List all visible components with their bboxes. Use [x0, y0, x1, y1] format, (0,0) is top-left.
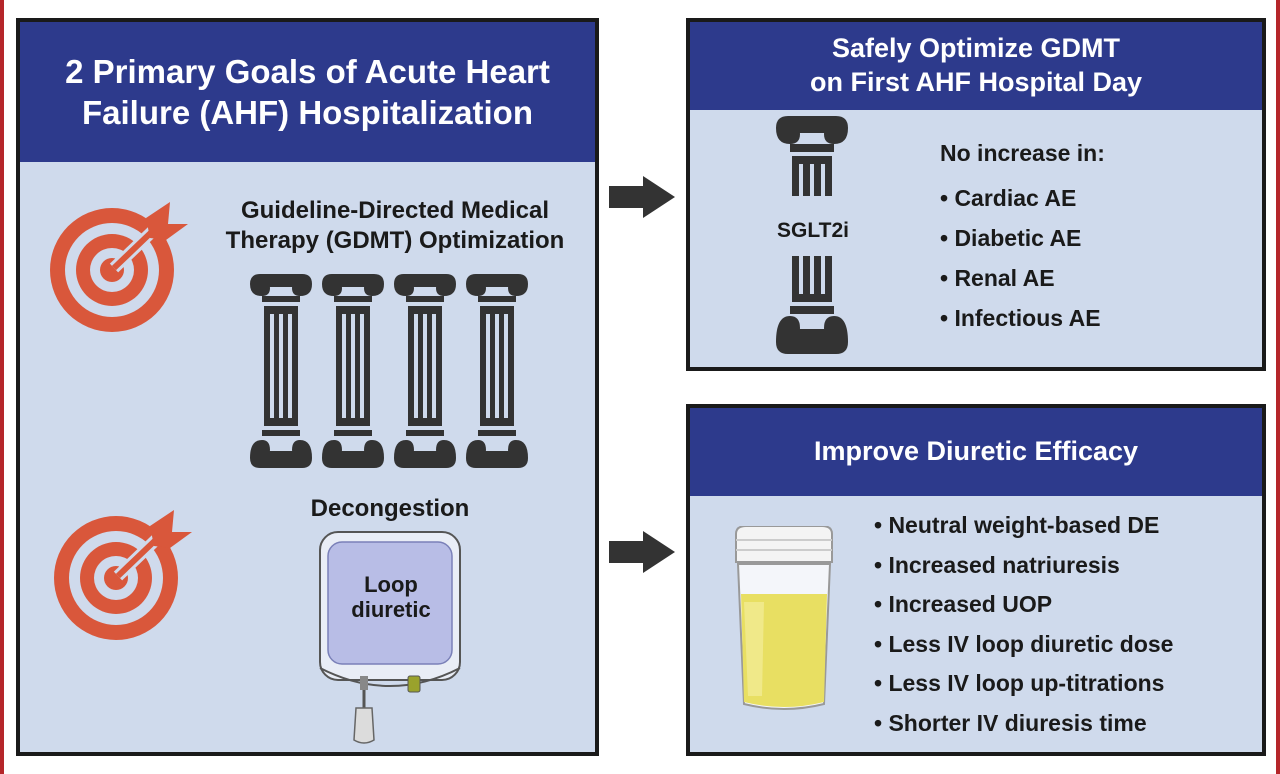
list-item: • Less IV loop up-titrations — [874, 670, 1165, 696]
list-item: • Renal AE — [940, 265, 1055, 291]
list-item: • Neutral weight-based DE — [874, 512, 1160, 538]
goals-panel: 2 Primary Goals of Acute Heart Failure (… — [16, 18, 599, 756]
diuretic-outcome-list: • Neutral weight-based DE • Increased na… — [874, 506, 1173, 743]
list-item: • Increased natriuresis — [874, 551, 1120, 578]
iv-bag-label: Loop diuretic — [326, 572, 456, 623]
diuretic-panel-header: Improve Diuretic Efficacy — [690, 408, 1262, 496]
target-icon — [50, 202, 188, 332]
list-item: • Increased UOP — [874, 591, 1053, 617]
frame-right-border — [1276, 0, 1280, 774]
iv-bag-icon — [319, 531, 461, 744]
pillar-icon — [776, 116, 848, 354]
ae-list: • Cardiac AE • Diabetic AE • Renal AE • … — [940, 178, 1101, 338]
list-item: • Infectious AE — [940, 305, 1101, 331]
goals-title-line2: Failure (AHF) Hospitalization — [81, 94, 533, 131]
sglt2i-label: SGLT2i — [777, 219, 849, 242]
sglt2i-panel-header: Safely Optimize GDMT on First AHF Hospit… — [690, 22, 1262, 110]
arrow-right-icon — [609, 531, 675, 573]
sglt2i-title-line1: Safely Optimize GDMT — [831, 33, 1121, 64]
frame-left-border — [0, 0, 4, 774]
goal1-line2: Therapy (GDMT) Optimization — [225, 227, 565, 254]
goal1-label: Guideline-Directed Medical Therapy (GDMT… — [210, 196, 580, 256]
list-item: • Cardiac AE — [940, 185, 1077, 211]
iv-bag-label-line1: Loop — [364, 572, 418, 597]
sglt2i-panel: Safely Optimize GDMT on First AHF Hospit… — [686, 18, 1266, 371]
arrow-right-icon — [609, 176, 675, 218]
list-item: • Diabetic AE — [940, 225, 1082, 251]
sglt2i-title-line2: on First AHF Hospital Day — [809, 67, 1143, 97]
goal2-label: Decongestion — [310, 495, 470, 522]
goals-title-line1: 2 Primary Goals of Acute Heart — [65, 52, 550, 90]
urine-cup-icon — [735, 526, 833, 710]
list-item: • Shorter IV diuresis time — [874, 709, 1147, 736]
pillar-icon — [250, 274, 312, 468]
diuretic-efficacy-panel: Improve Diuretic Efficacy • Neutral weig… — [686, 404, 1266, 756]
goal1-line1: Guideline-Directed Medical — [240, 197, 550, 224]
target-icon — [54, 510, 192, 640]
iv-bag-label-line2: diuretic — [351, 597, 431, 623]
list-item: • Less IV loop diuretic dose — [874, 630, 1174, 657]
no-increase-heading: No increase in: — [940, 140, 1105, 166]
goals-panel-header: 2 Primary Goals of Acute Heart Failure (… — [20, 22, 595, 162]
gdmt-pillars — [250, 274, 528, 468]
diuretic-title: Improve Diuretic Efficacy — [813, 436, 1139, 467]
